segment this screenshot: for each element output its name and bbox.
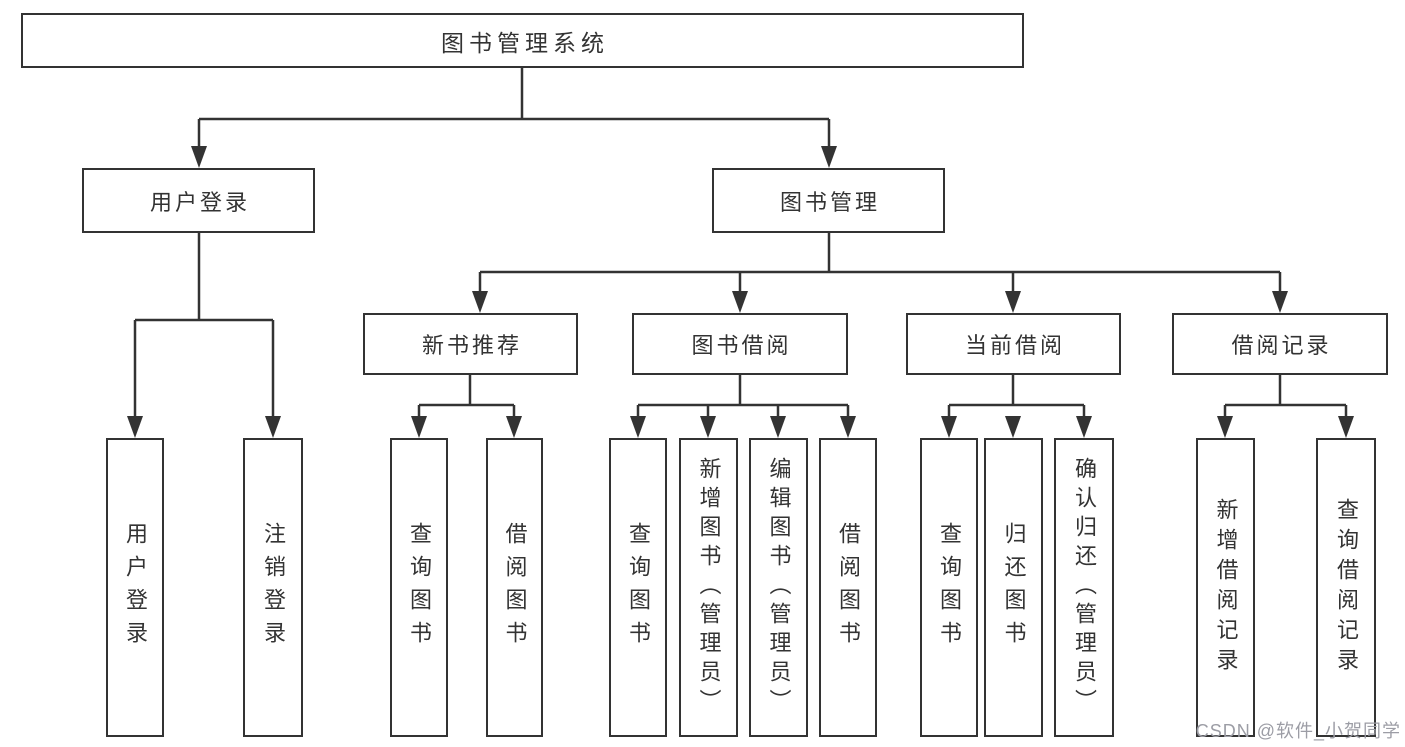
leaf-confirm-return-admin-label: 确认归还（管理员） <box>1072 457 1097 718</box>
leaf-logout: 注销登录 <box>243 438 303 737</box>
leaf-current-query-books: 查询图书 <box>920 438 978 737</box>
leaf-edit-books-admin: 编辑图书（管理员） <box>749 438 808 737</box>
node-new-book-recommend-label: 新书推荐 <box>421 333 522 358</box>
node-root-label: 图书管理系统 <box>441 29 609 56</box>
leaf-logout-label: 注销登录 <box>261 521 286 654</box>
leaf-add-borrow-record-label: 新增借阅记录 <box>1213 497 1239 678</box>
leaf-add-borrow-record: 新增借阅记录 <box>1196 438 1255 737</box>
leaf-borrowing-query-books-label: 查询图书 <box>626 521 651 654</box>
leaf-return-books-label: 归还图书 <box>1001 521 1027 654</box>
leaf-recommend-borrow-books-label: 借阅图书 <box>502 521 528 654</box>
watermark: CSDN @软件_小贺同学 <box>1195 721 1401 741</box>
node-book-management: 图书管理 <box>712 168 945 233</box>
arrowheads <box>127 146 1354 438</box>
leaf-query-borrow-record: 查询借阅记录 <box>1316 438 1376 737</box>
leaf-recommend-query-books: 查询图书 <box>390 438 448 737</box>
node-user-login-label: 用户登录 <box>149 189 250 215</box>
node-book-borrowing-label: 图书借阅 <box>691 333 792 358</box>
leaf-confirm-return-admin: 确认归还（管理员） <box>1054 438 1114 737</box>
leaf-query-borrow-record-label: 查询借阅记录 <box>1334 497 1359 678</box>
node-current-borrowing-label: 当前借阅 <box>964 333 1065 358</box>
node-book-management-label: 图书管理 <box>779 189 880 215</box>
leaf-add-books-admin: 新增图书（管理员） <box>679 438 738 737</box>
leaf-recommend-query-books-label: 查询图书 <box>407 521 432 654</box>
leaf-edit-books-admin-label: 编辑图书（管理员） <box>766 457 792 718</box>
leaf-borrowing-query-books: 查询图书 <box>609 438 667 737</box>
node-new-book-recommend: 新书推荐 <box>363 313 578 375</box>
node-borrowing-records-label: 借阅记录 <box>1231 333 1332 358</box>
node-borrowing-records: 借阅记录 <box>1172 313 1388 375</box>
leaf-return-books: 归还图书 <box>984 438 1043 737</box>
node-root: 图书管理系统 <box>21 13 1024 68</box>
leaf-add-books-admin-label: 新增图书（管理员） <box>696 457 722 718</box>
leaf-borrow-books-label: 借阅图书 <box>836 521 861 654</box>
node-current-borrowing: 当前借阅 <box>906 313 1121 375</box>
leaf-recommend-borrow-books: 借阅图书 <box>486 438 543 737</box>
leaf-user-login: 用户登录 <box>106 438 164 737</box>
leaf-user-login-label: 用户登录 <box>123 521 148 654</box>
leaf-current-query-books-label: 查询图书 <box>937 521 962 654</box>
node-book-borrowing: 图书借阅 <box>632 313 848 375</box>
leaf-borrow-books: 借阅图书 <box>819 438 877 737</box>
node-user-login: 用户登录 <box>82 168 315 233</box>
